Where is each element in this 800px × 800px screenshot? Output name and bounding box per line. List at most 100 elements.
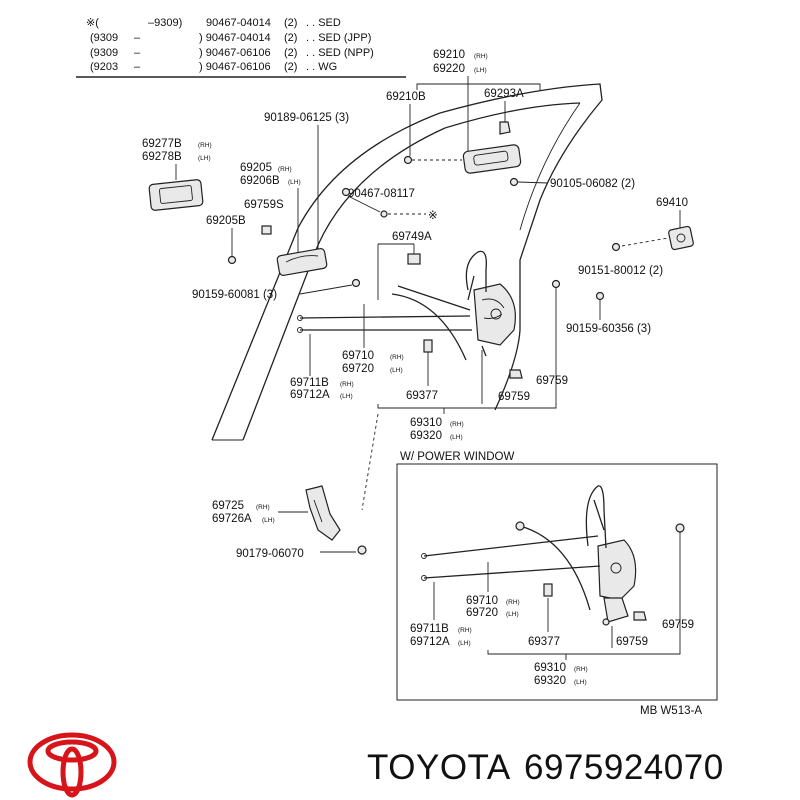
label-69759S: 69759S	[244, 199, 284, 211]
label-69206B-lh: (LH)	[288, 179, 301, 186]
label-90159-60356: 90159-60356 (3)	[566, 323, 651, 335]
pw-title: W/ POWER WINDOW	[400, 451, 514, 463]
label-69205: 69205	[240, 162, 272, 174]
hdr-part-1: 90467-04014	[206, 17, 271, 29]
hdr-range-3: –	[134, 47, 141, 59]
outside-handle	[462, 144, 522, 174]
label-69293A: 69293A	[484, 88, 524, 100]
label-69210: 69210	[433, 49, 465, 61]
pw-label-69377: 69377	[528, 636, 560, 648]
pw-label-69759-a: 69759	[662, 619, 694, 631]
screw-90159a	[351, 278, 361, 288]
label-69759-b: 69759	[498, 391, 530, 403]
hdr-range-1: –9309)	[148, 17, 182, 29]
label-90179-06070: 90179-06070	[236, 548, 304, 560]
hdr-part-3: ) 90467-06106	[199, 47, 271, 59]
pw-label-69310-rh: (RH)	[574, 666, 588, 673]
hdr-note-3: . . SED (NPP)	[306, 47, 374, 59]
clip-69377	[423, 339, 433, 353]
pw-clip-69377	[543, 583, 553, 597]
brand-name: TOYOTA	[367, 748, 511, 787]
pw-label-69711B: 69711B	[410, 623, 449, 635]
pw-lock-assembly	[585, 485, 637, 626]
door-frame-outline	[211, 83, 603, 441]
label-69377: 69377	[406, 390, 438, 402]
hdr-part-2: ) 90467-04014	[199, 32, 271, 44]
pw-label-69711B-rh: (RH)	[458, 627, 472, 634]
bolt-90467	[341, 187, 351, 197]
hdr-range-4: –	[134, 61, 141, 73]
striker-69410	[668, 225, 694, 251]
screw-90151	[611, 242, 621, 252]
door-lock-assembly	[465, 250, 516, 357]
power-window-inset: W/ POWER WINDOW 69710 (RH) 69720 (LH) 6	[396, 451, 718, 701]
label-90159-60081: 90159-60081 (3)	[192, 289, 277, 301]
pw-label-69310: 69310	[534, 662, 566, 674]
label-69410: 69410	[656, 197, 688, 209]
label-69759-a: 69759	[536, 375, 568, 387]
pw-label-69720-lh: (LH)	[506, 611, 519, 618]
label-69720: 69720	[342, 363, 374, 375]
label-90467-08117: 90467-08117	[348, 188, 415, 200]
pw-label-69759-b: 69759	[616, 636, 648, 648]
label-69711B: 69711B	[290, 377, 329, 389]
lock-rods	[297, 285, 472, 361]
hdr-qty-3: (2)	[284, 47, 297, 59]
label-69712A: 69712A	[290, 389, 330, 401]
label-69710: 69710	[342, 350, 374, 362]
label-90105-06082: 90105-06082 (2)	[550, 178, 635, 190]
hdr-note-2: . . SED (JPP)	[306, 32, 371, 44]
pw-label-69710-rh: (RH)	[506, 599, 520, 606]
hdr-mark-2: (9309	[90, 32, 118, 44]
label-69278B-lh: (LH)	[198, 155, 211, 162]
pw-label-69712A: 69712A	[410, 636, 450, 648]
label-69220-lh: (LH)	[474, 67, 487, 74]
label-69220: 69220	[433, 63, 465, 75]
label-69205B: 69205B	[206, 215, 246, 227]
screw-90159b	[595, 291, 605, 301]
pw-rods	[421, 525, 601, 611]
label-69277B-rh: (RH)	[198, 142, 212, 149]
pw-clip	[515, 521, 525, 531]
inside-handle-bezel	[148, 179, 204, 211]
label-69206B: 69206B	[240, 175, 280, 187]
pw-label-69712A-lh: (LH)	[458, 640, 471, 647]
label-69711B-rh: (RH)	[340, 381, 354, 388]
inside-handle	[276, 248, 328, 276]
clip-69749A	[407, 253, 421, 265]
label-asterisk: ※	[428, 210, 438, 222]
pw-clip-69759	[633, 611, 647, 621]
clip-69759	[509, 369, 523, 379]
label-69277B: 69277B	[142, 138, 182, 150]
pw-label-69320: 69320	[534, 675, 566, 687]
hdr-part-4: ) 90467-06106	[199, 61, 271, 73]
bracket-69725	[305, 485, 341, 541]
applicability-table: ※( –9309) 90467-04014 (2) . . SED (9309 …	[76, 17, 406, 78]
label-69725: 69725	[212, 500, 244, 512]
clip-69293A	[499, 121, 511, 135]
hdr-range-2: –	[134, 32, 141, 44]
label-69278B: 69278B	[142, 151, 182, 163]
pw-label-69320-lh: (LH)	[574, 679, 587, 686]
label-69210-rh: (RH)	[474, 53, 488, 60]
hdr-qty-4: (2)	[284, 61, 297, 73]
hdr-note-1: . . SED	[306, 17, 341, 29]
part-number: 6975924070	[524, 748, 724, 787]
label-69710-rh: (RH)	[390, 354, 404, 361]
pw-screw	[675, 523, 685, 533]
label-69320: 69320	[410, 430, 442, 442]
label-69320-lh: (LH)	[450, 434, 463, 441]
pw-label-69710: 69710	[466, 595, 498, 607]
screw-69210B	[403, 155, 413, 165]
clip-69759S	[261, 225, 272, 235]
pw-frame	[396, 463, 718, 701]
screw-90179	[357, 545, 367, 555]
hdr-mark-3: (9309	[90, 47, 118, 59]
diagram-code: MB W513-A	[640, 705, 702, 717]
screw-90105	[509, 177, 519, 187]
label-69310-rh: (RH)	[450, 421, 464, 428]
label-90151-80012: 90151-80012 (2)	[578, 265, 663, 277]
label-69205-rh: (RH)	[278, 166, 292, 173]
screw-69205B	[227, 255, 237, 265]
